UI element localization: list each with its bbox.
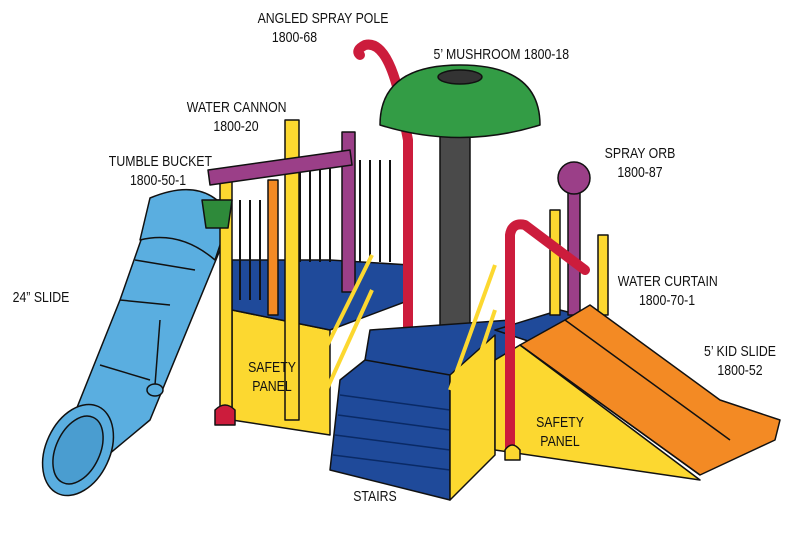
label-name: SAFETY <box>248 359 296 376</box>
label-code: PANEL <box>252 378 292 395</box>
label-spray-orb: SPRAY ORB 1800-87 <box>599 144 681 182</box>
label-safety-panel-left: SAFETY PANEL <box>239 358 305 396</box>
label-name: SPRAY ORB <box>604 145 676 162</box>
stairs-shape <box>318 254 511 501</box>
label-angled-spray-pole: ANGLED SPRAY POLE 1800-68 <box>257 9 389 47</box>
tube-slide <box>41 188 231 497</box>
mushroom-shape <box>379 64 541 336</box>
label-code: 1800-52 <box>717 362 763 379</box>
label-safety-panel-right: SAFETY PANEL <box>527 413 593 451</box>
label-water-cannon: WATER CANNON 1800-20 <box>186 98 287 136</box>
label-water-curtain: WATER CURTAIN 1800-70-1 <box>617 272 718 310</box>
label-name: 5’ KID SLIDE <box>703 343 777 360</box>
label-code: 1800-50-1 <box>129 172 187 189</box>
label-code: PANEL <box>540 433 580 450</box>
right-tower <box>494 161 781 481</box>
label-kid-slide: 5’ KID SLIDE 1800-52 <box>699 342 781 380</box>
label-code: 1800-68 <box>271 29 318 46</box>
label-name: ANGLED SPRAY POLE <box>257 10 389 27</box>
label-24-slide: 24” SLIDE <box>12 288 70 307</box>
label-name: SAFETY <box>536 414 584 431</box>
spray-orb-shape <box>557 161 591 195</box>
angled-spray-pole-shape <box>353 39 413 425</box>
label-code: 1800-70-1 <box>638 292 696 309</box>
tumble-bucket-shape <box>201 199 233 229</box>
label-tumble-bucket: TUMBLE BUCKET 1800-50-1 <box>108 152 213 190</box>
label-name: WATER CURTAIN <box>617 273 718 290</box>
label-code: 1800-87 <box>617 164 663 181</box>
label-name: STAIRS <box>353 488 397 505</box>
label-name: 5’ MUSHROOM 1800-18 <box>433 46 570 63</box>
label-code: 1800-20 <box>213 118 259 135</box>
label-name: TUMBLE BUCKET <box>108 153 213 170</box>
label-name: 24” SLIDE <box>12 289 70 306</box>
left-tower <box>201 119 411 436</box>
label-name: WATER CANNON <box>186 99 287 116</box>
label-mushroom: 5’ MUSHROOM 1800-18 <box>433 45 570 64</box>
label-stairs: STAIRS <box>342 487 408 506</box>
